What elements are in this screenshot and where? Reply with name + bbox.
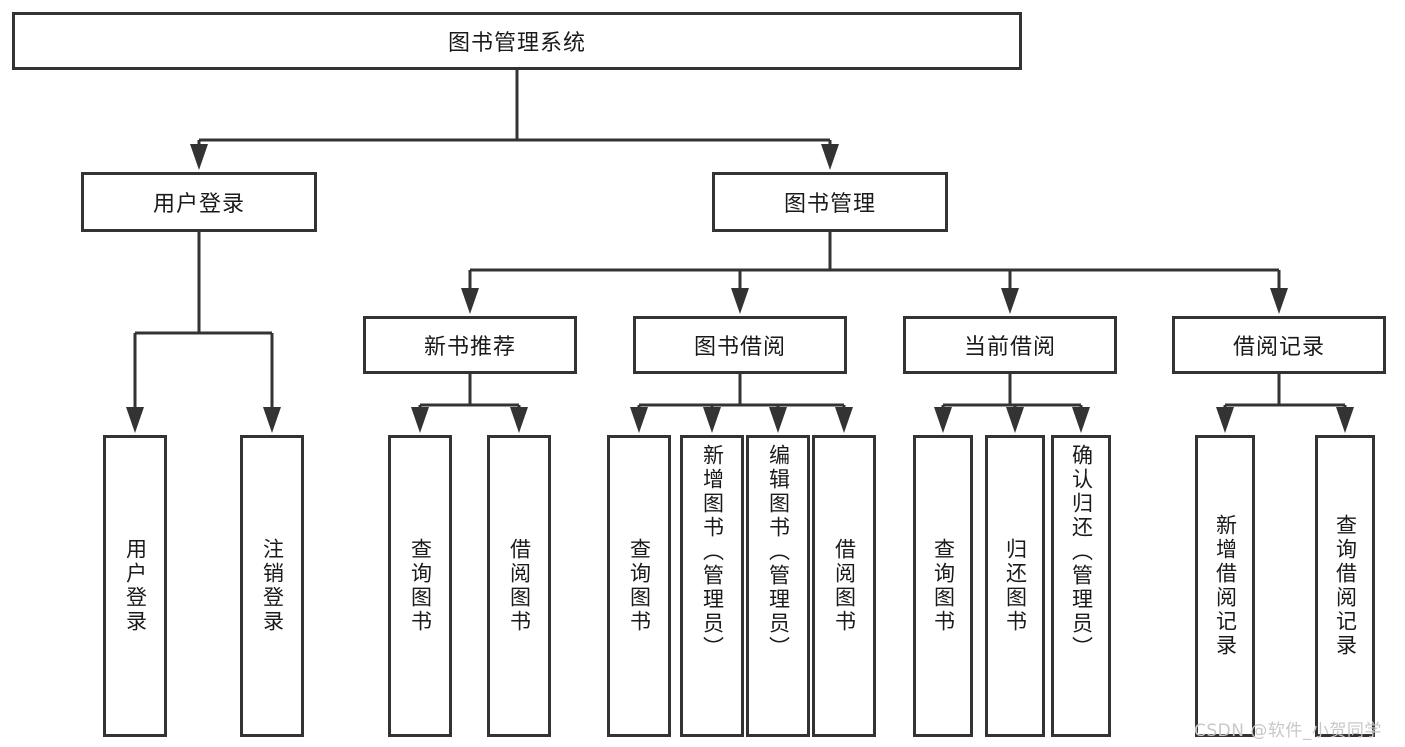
node-book-borrow-label: 图书借阅 xyxy=(693,335,786,360)
node-book-manage[interactable]: 图书管理 xyxy=(712,172,948,232)
node-leaf-query-borrow-record-label: 查询借阅记录 xyxy=(1333,514,1358,658)
node-leaf-query-book-3[interactable]: 查询图书 xyxy=(913,435,973,737)
node-leaf-query-book-1[interactable]: 查询图书 xyxy=(388,435,452,737)
node-leaf-query-book-1-label: 查询图书 xyxy=(408,538,433,634)
node-root[interactable]: 图书管理系统 xyxy=(12,12,1022,70)
node-current-borrow-label: 当前借阅 xyxy=(963,335,1056,360)
node-leaf-user-login[interactable]: 用户登录 xyxy=(103,435,167,737)
node-leaf-logout-label: 注销登录 xyxy=(260,538,285,634)
node-leaf-edit-book-admin-label: 编辑图书（管理员） xyxy=(766,444,791,660)
node-leaf-logout[interactable]: 注销登录 xyxy=(240,435,304,737)
node-leaf-add-borrow-record-label: 新增借阅记录 xyxy=(1213,514,1238,658)
node-leaf-borrow-book-1[interactable]: 借阅图书 xyxy=(487,435,551,737)
node-leaf-borrow-book-2-label: 借阅图书 xyxy=(832,538,857,634)
node-leaf-confirm-return-admin-label: 确认归还（管理员） xyxy=(1069,444,1094,660)
node-leaf-borrow-book-2[interactable]: 借阅图书 xyxy=(812,435,876,737)
node-new-book-recommend[interactable]: 新书推荐 xyxy=(363,316,577,374)
node-book-manage-label: 图书管理 xyxy=(783,192,876,217)
node-leaf-edit-book-admin[interactable]: 编辑图书（管理员） xyxy=(746,435,810,737)
node-leaf-borrow-book-1-label: 借阅图书 xyxy=(507,538,532,634)
node-current-borrow[interactable]: 当前借阅 xyxy=(903,316,1117,374)
node-book-borrow[interactable]: 图书借阅 xyxy=(633,316,847,374)
node-user-login-label: 用户登录 xyxy=(152,192,245,217)
node-leaf-query-borrow-record[interactable]: 查询借阅记录 xyxy=(1315,435,1375,737)
node-leaf-return-book[interactable]: 归还图书 xyxy=(985,435,1045,737)
node-leaf-query-book-2-label: 查询图书 xyxy=(627,538,652,634)
node-leaf-add-book-admin[interactable]: 新增图书（管理员） xyxy=(680,435,744,737)
watermark: CSDN @软件_小贺同学 xyxy=(1194,721,1382,741)
node-borrow-record-label: 借阅记录 xyxy=(1232,335,1325,360)
node-new-book-recommend-label: 新书推荐 xyxy=(423,335,516,360)
node-leaf-return-book-label: 归还图书 xyxy=(1003,538,1028,634)
node-leaf-query-book-3-label: 查询图书 xyxy=(931,538,956,634)
node-leaf-query-book-2[interactable]: 查询图书 xyxy=(607,435,671,737)
node-borrow-record[interactable]: 借阅记录 xyxy=(1172,316,1386,374)
node-leaf-confirm-return-admin[interactable]: 确认归还（管理员） xyxy=(1051,435,1111,737)
node-root-label: 图书管理系统 xyxy=(447,31,586,56)
node-user-login[interactable]: 用户登录 xyxy=(81,172,317,232)
node-leaf-add-book-admin-label: 新增图书（管理员） xyxy=(700,444,725,660)
node-leaf-add-borrow-record[interactable]: 新增借阅记录 xyxy=(1195,435,1255,737)
node-leaf-user-login-label: 用户登录 xyxy=(123,538,148,634)
